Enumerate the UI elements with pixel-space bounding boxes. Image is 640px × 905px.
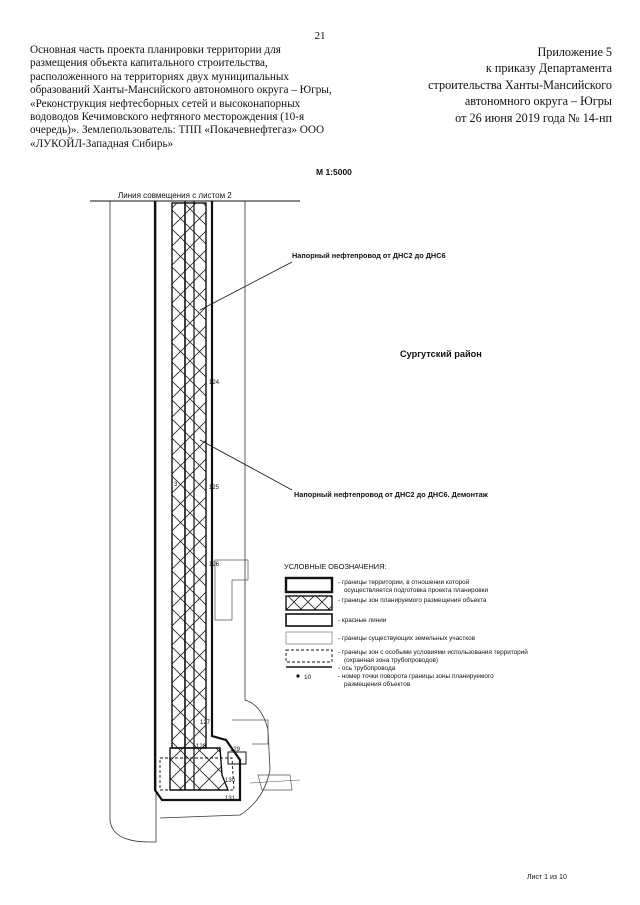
legend-item-planned-zone: - границы зон планируемого размещения об… [338, 596, 487, 604]
legend-item-land-plots: - границы существующих земельных участко… [338, 635, 476, 642]
legend-item-protection-zone-2: (охранная зона трубопроводов) [344, 656, 438, 664]
legend-item-protection-zone-1: - границы зон с особыми условиями исполь… [338, 648, 528, 656]
legend-symbol-red-lines [285, 613, 333, 627]
point-label: 130 [225, 778, 236, 784]
header-right-block: Приложение 5 к приказу Департамента стро… [352, 44, 612, 126]
planned-zone-bottom [169, 747, 230, 791]
header-left-line: образований Ханты-Мансийского автономног… [30, 84, 332, 97]
legend-symbol-planned-zone [285, 595, 333, 611]
legend-title: УСЛОВНЫЕ ОБОЗНАЧЕНИЯ: [284, 562, 387, 571]
point-label: 126 [209, 562, 220, 568]
structure-129 [227, 751, 247, 765]
pipeline-1-label: Напорный нефтепровод от ДНС2 до ДНС6 [292, 251, 446, 260]
header-left-block: Основная часть проекта планировки террит… [30, 44, 380, 151]
header-right-line: к приказу Департамента [485, 61, 612, 76]
legend-item-point-2: размещения объектов [344, 680, 411, 688]
sheet-label: Лист 1 из 10 [527, 874, 567, 881]
legend-item-territory-2: осуществляется подготовка проекта планир… [344, 587, 488, 594]
legend-item-point-1: - номер точки поворота границы зоны план… [338, 673, 494, 680]
land-plot-3 [257, 774, 293, 791]
legend-item-territory-1: - границы территории, в отношении которо… [338, 578, 470, 586]
road-line [249, 779, 301, 784]
area-boundary-left [109, 201, 157, 843]
point-label: 128 [196, 744, 207, 750]
header-left-line: «ЛУКОЙЛ-Западная Сибирь» [30, 137, 174, 150]
point-label: 127 [200, 720, 211, 726]
legend-symbol-point-number: 10 [304, 674, 312, 681]
legend-symbol-protection-zone [285, 649, 333, 663]
leader-line-2 [199, 439, 293, 491]
planned-zone-corridor [171, 202, 207, 749]
point-label: 3 [174, 482, 178, 488]
district-label: Сургутский район [400, 349, 482, 359]
pipeline-2-label: Напорный нефтепровод от ДНС2 до ДНС6. Де… [294, 490, 489, 499]
area-boundary-right [159, 201, 271, 819]
protection-zone [159, 757, 235, 791]
point-label: 124 [209, 380, 220, 386]
land-plot-1 [214, 559, 249, 621]
point-label: 131 [225, 796, 236, 802]
header-left-line: водоводов Кечимовского нефтяного месторо… [30, 111, 305, 124]
header-right-line: строительства Ханты-Мансийского [428, 77, 612, 92]
header-left-line: Основная часть проекта планировки террит… [30, 44, 281, 56]
header-right-line: автономного округа – Югры [464, 94, 612, 109]
header-right-line: Приложение 5 [537, 45, 612, 59]
header-left-line: «Реконструкция нефтесборных сетей и высо… [30, 97, 301, 110]
legend-symbol-point [296, 674, 300, 678]
legend-item-pipeline-axis: - ось трубопровода [338, 664, 396, 672]
land-plot-2 [232, 719, 269, 745]
match-line-label: Линия совмещения с листом 2 [118, 191, 232, 200]
leader-line-1 [199, 261, 293, 311]
legend-symbol-land-plots [285, 631, 333, 645]
header-right-line: от 26 июня 2019 года № 14-нп [455, 110, 612, 125]
header-left-line: размещения объекта капитального строител… [30, 57, 268, 70]
header-left-line: расположенного на территориях двух муниц… [30, 70, 289, 83]
map-scale: М 1:5000 [316, 167, 352, 177]
legend-item-red-lines: - красные линии [338, 617, 387, 624]
header-left-line: очередь)». Землепользователь: ТПП «Покач… [30, 124, 325, 137]
planning-territory-boundary [153, 201, 242, 802]
page-number: 21 [314, 30, 326, 42]
point-label: 129 [230, 747, 241, 753]
legend-symbol-territory [284, 576, 334, 594]
point-label: 125 [209, 485, 220, 491]
